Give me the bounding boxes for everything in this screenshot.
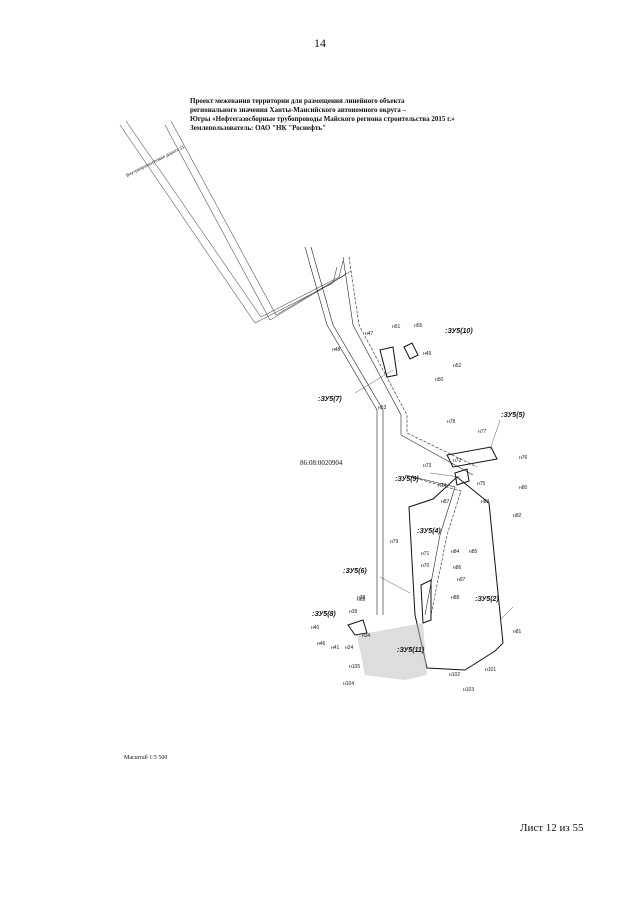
- parcel-label: :ЗУ5(10): [445, 328, 473, 335]
- svg-text:н104: н104: [343, 681, 354, 687]
- svg-text:н70: н70: [421, 563, 430, 569]
- svg-text:н41: н41: [331, 645, 340, 651]
- cadastral-block-number: 86:08:0020904: [300, 459, 343, 467]
- land-survey-map: Внутрипромысловая дорога 11 86:08:002090…: [119, 120, 528, 693]
- svg-text:н73: н73: [423, 463, 432, 469]
- header-line-4: Землепользователь: ОАО "НК "Роснефть": [190, 124, 326, 132]
- svg-text:н76: н76: [519, 455, 528, 461]
- svg-text:н78: н78: [447, 419, 456, 425]
- svg-text:н48: н48: [332, 347, 341, 353]
- page-number: 14: [314, 36, 326, 50]
- svg-text:н85: н85: [469, 549, 478, 555]
- sheet-number: Лист 12 из 55: [520, 822, 584, 834]
- leader-lines: [354, 369, 514, 621]
- svg-text:н103: н103: [463, 687, 474, 693]
- header-line-2: регионального значения Ханты-Мансийского…: [190, 106, 407, 114]
- parcel-label: :ЗУ5(11): [397, 647, 425, 654]
- svg-text:н53: н53: [378, 405, 387, 411]
- svg-text:н77: н77: [478, 429, 487, 435]
- header-line-3: Югры «Нефтегазосборные трубопроводы Майс…: [190, 115, 455, 123]
- parcel-polygons: [347, 342, 504, 671]
- svg-text:н50: н50: [435, 377, 444, 383]
- road-corridor: [119, 120, 352, 324]
- svg-text:н102: н102: [449, 672, 460, 678]
- svg-text:н71: н71: [421, 551, 430, 557]
- project-header: Проект межевания территории для размещен…: [190, 97, 520, 133]
- svg-text:н86: н86: [453, 565, 462, 571]
- svg-text:н39: н39: [349, 609, 358, 615]
- svg-text:н82: н82: [513, 513, 522, 519]
- svg-text:н55: н55: [414, 323, 423, 329]
- parcel-label: :ЗУ5(9): [395, 476, 419, 483]
- parcel-label: :ЗУ5(8): [312, 611, 336, 618]
- parcel-fill-zone: [357, 623, 427, 680]
- svg-text:н84: н84: [451, 549, 460, 555]
- svg-text:н72: н72: [453, 458, 462, 464]
- parcel-label: :ЗУ5(7): [318, 396, 342, 403]
- svg-text:н24: н24: [345, 645, 354, 651]
- svg-text:н46: н46: [317, 641, 326, 647]
- svg-text:н75: н75: [477, 481, 486, 487]
- svg-text:н83: н83: [481, 499, 490, 505]
- svg-text:н38: н38: [357, 595, 366, 601]
- svg-text:н51: н51: [392, 324, 401, 330]
- svg-text:н80: н80: [519, 485, 528, 491]
- point-labels: н47 н51 н55 н48 н49 н50 н52 н53 н78 н77 …: [311, 323, 528, 693]
- svg-text:н69: н69: [357, 597, 366, 603]
- svg-text:н47: н47: [365, 331, 374, 337]
- svg-text:н74: н74: [438, 483, 447, 489]
- road-label: Внутрипромысловая дорога 11: [125, 144, 185, 178]
- svg-text:н97: н97: [457, 577, 466, 583]
- svg-text:н87: н87: [441, 499, 450, 505]
- header-line-1: Проект межевания территории для размещен…: [190, 97, 405, 105]
- svg-text:н81: н81: [513, 629, 522, 635]
- svg-text:н88: н88: [451, 595, 460, 601]
- pipeline-corridor: [304, 246, 478, 616]
- svg-text:н49: н49: [423, 351, 432, 357]
- svg-text:н79: н79: [390, 539, 399, 545]
- parcel-label: :ЗУ5(4): [417, 528, 441, 535]
- svg-text:н101: н101: [485, 667, 496, 673]
- svg-text:н34: н34: [362, 633, 371, 639]
- parcel-label: :ЗУ5(5): [501, 412, 525, 419]
- svg-text:н52: н52: [453, 363, 462, 369]
- map-scale: Масштаб 1:5 500: [124, 755, 168, 761]
- parcel-label: :ЗУ5(2): [475, 596, 499, 603]
- parcel-label: :ЗУ5(6): [343, 568, 367, 575]
- svg-text:н40: н40: [311, 625, 320, 631]
- svg-text:н105: н105: [349, 664, 360, 670]
